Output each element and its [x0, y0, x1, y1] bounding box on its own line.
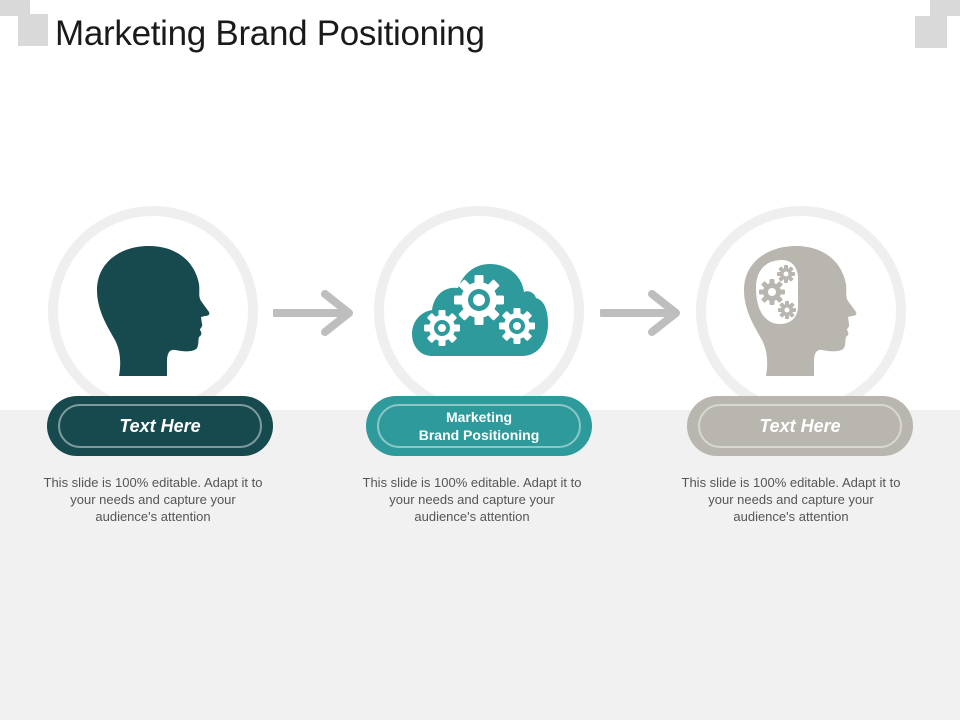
arrow-right-icon [600, 290, 680, 336]
step-2-label-line-1: Marketing [445, 409, 513, 425]
step-3-label-pill: Text Here [687, 396, 913, 456]
step-3-label: Text Here [759, 415, 841, 436]
head-silhouette-icon [97, 246, 210, 376]
corner-square-top-left-back [0, 0, 30, 16]
step-2-label-pill: Marketing Brand Positioning [366, 396, 592, 456]
corner-square-top-left [18, 14, 48, 46]
step-1-label-pill: Text Here [47, 396, 273, 456]
step-2-description: This slide is 100% editable. Adapt it to… [362, 475, 582, 524]
step-1-label: Text Here [119, 415, 201, 436]
arrow-right-icon [273, 290, 353, 336]
corner-square-top-right-back [930, 0, 960, 16]
slide-title: Marketing Brand Positioning [55, 14, 485, 53]
lower-background-band [0, 410, 960, 720]
cloud-gears-icon [412, 264, 548, 356]
head-gears-icon [744, 246, 857, 376]
corner-square-top-right [915, 16, 947, 48]
step-2-label-line-2: Brand Positioning [418, 427, 540, 443]
step-3-description: This slide is 100% editable. Adapt it to… [681, 475, 901, 524]
step-1-description: This slide is 100% editable. Adapt it to… [43, 475, 263, 524]
